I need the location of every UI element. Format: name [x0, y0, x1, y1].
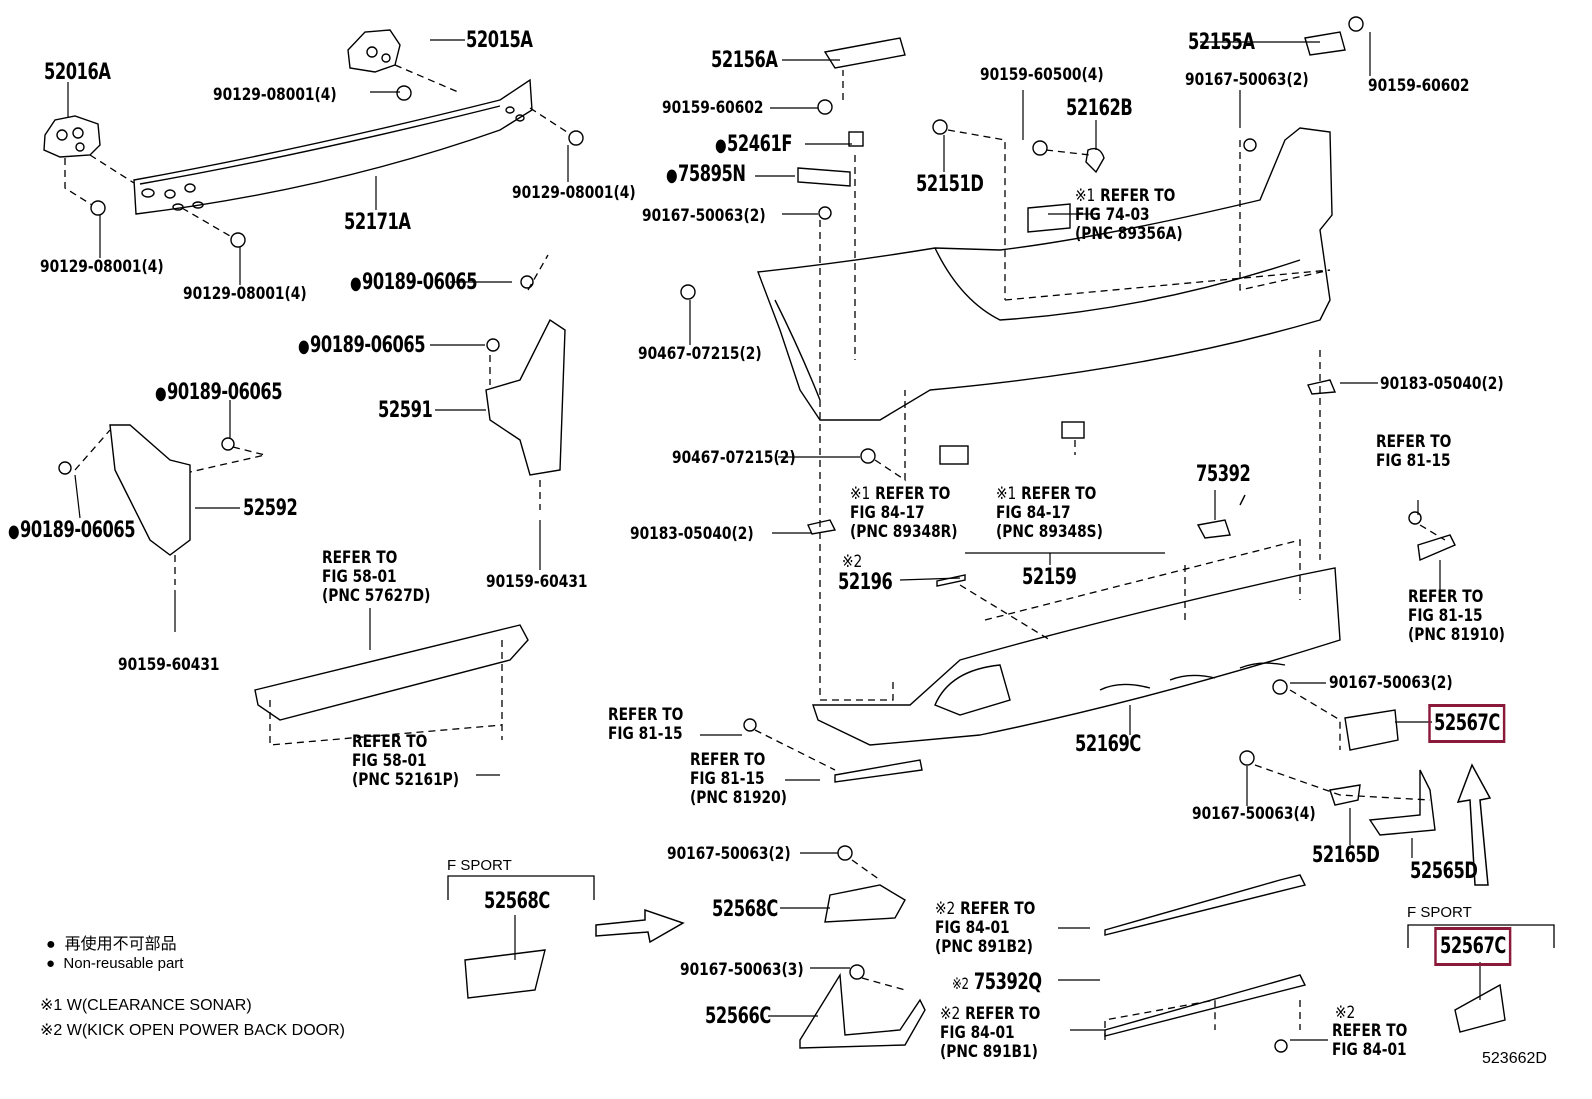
ref-fig-74-03[interactable]: ※1 REFER TO FIG 74-03 (PNC 89356A): [1075, 186, 1183, 244]
part-label-screw[interactable]: 90159-60602: [662, 98, 764, 118]
part-label-75895N[interactable]: 75895N: [666, 162, 746, 187]
part-label-bolt[interactable]: 90129-08001(4): [213, 85, 337, 105]
ref-fig-84-01[interactable]: REFER TO FIG 84-01: [1332, 1021, 1408, 1060]
bracket-52016A-drawing: [43, 115, 101, 158]
part-label-screw[interactable]: 90159-60500(4): [980, 65, 1104, 85]
assembly-dashed-lines: [64, 64, 1446, 1040]
ref-fig-84-01-891B2[interactable]: ※2 REFER TO FIG 84-01 (PNC 891B2): [935, 899, 1036, 957]
part-label-52015A[interactable]: 52015A: [466, 28, 533, 53]
part-label-52568C-fsport[interactable]: 52568C: [484, 889, 550, 914]
part-label-52151D[interactable]: 52151D: [916, 172, 984, 197]
ref-fig-84-17-89348R[interactable]: ※1 REFER TO FIG 84-17 (PNC 89348R): [850, 484, 958, 542]
ref-fig-84-01-891B1[interactable]: ※2 REFER TO FIG 84-01 (PNC 891B1): [940, 1004, 1041, 1062]
bracket-52015A-drawing: [347, 29, 401, 73]
part-label-52565D[interactable]: 52565D: [1410, 859, 1478, 884]
part-label-screw[interactable]: 90167-50063(3): [680, 960, 804, 980]
fsport-brackets: [447, 875, 1555, 948]
nonreusable-dot-icon: ●: [46, 936, 56, 953]
legend-note-1: ※1 W(CLEARANCE SONAR): [40, 997, 252, 1014]
part-label-retainer[interactable]: 90183-05040(2): [630, 524, 754, 544]
part-label-retainer[interactable]: 90183-05040(2): [1380, 374, 1504, 394]
note-mark-1: ※1: [1075, 186, 1096, 206]
part-label-52567C-fsport-highlighted[interactable]: 52567C: [1434, 927, 1512, 966]
part-label-screw[interactable]: 90167-50063(4): [1192, 804, 1316, 824]
part-label-52461F[interactable]: 52461F: [715, 132, 793, 157]
part-label-screw[interactable]: 90159-60431: [118, 655, 220, 675]
figure-id: 523662D: [1482, 1050, 1547, 1067]
part-label-screw[interactable]: 90467-07215(2): [638, 344, 762, 364]
small-parts-drawings: [109, 31, 1506, 1049]
ref-fig-81-15-81910[interactable]: REFER TO FIG 81-15 (PNC 81910): [1408, 587, 1505, 645]
part-label-screw[interactable]: 90159-60602: [1368, 76, 1470, 96]
legend-nonreusable-jp: ● 再使用不可部品: [46, 936, 177, 953]
part-label-clip[interactable]: 90189-06065: [350, 270, 478, 295]
note-mark-2: ※2: [842, 552, 863, 572]
part-label-screw[interactable]: 90167-50063(2): [1329, 673, 1453, 693]
part-label-screw[interactable]: 90467-07215(2): [672, 448, 796, 468]
part-label-screw[interactable]: 90167-50063(2): [1185, 70, 1309, 90]
part-label-clip[interactable]: 90189-06065: [8, 518, 136, 543]
part-label-52169C[interactable]: 52169C: [1075, 732, 1141, 757]
part-label-screw[interactable]: 90167-50063(2): [667, 844, 791, 864]
part-label-52159[interactable]: 52159: [1022, 565, 1077, 590]
part-label-52591[interactable]: 52591: [378, 398, 433, 423]
part-label-75392[interactable]: 75392: [1196, 462, 1251, 487]
part-label-52567C-highlighted[interactable]: 52567C: [1428, 704, 1506, 743]
part-label-52156A[interactable]: 52156A: [711, 48, 778, 73]
part-label-bolt[interactable]: 90129-08001(4): [183, 284, 307, 304]
ref-fig-84-17-89348S[interactable]: ※1 REFER TO FIG 84-17 (PNC 89348S): [996, 484, 1103, 542]
direction-arrows: [595, 763, 1492, 944]
nonreusable-dot-icon: ●: [46, 955, 56, 972]
part-label-52592[interactable]: 52592: [243, 496, 298, 521]
part-label-52568C[interactable]: 52568C: [712, 897, 778, 922]
ref-fig-58-01-52161P[interactable]: REFER TO FIG 58-01 (PNC 52161P): [352, 732, 460, 790]
part-label-52171A[interactable]: 52171A: [344, 210, 411, 235]
ref-fig-58-01-57627D[interactable]: REFER TO FIG 58-01 (PNC 57627D): [322, 548, 431, 606]
part-label-52162B[interactable]: 52162B: [1066, 96, 1133, 121]
part-label-52566C[interactable]: 52566C: [705, 1004, 771, 1029]
part-label-52016A[interactable]: 52016A: [44, 60, 111, 85]
group-label-fsport-left: F SPORT: [447, 857, 512, 874]
part-label-clip[interactable]: 90189-06065: [155, 380, 283, 405]
group-label-fsport-right: F SPORT: [1407, 904, 1472, 921]
leader-lines: [67, 32, 1481, 1041]
note-mark-2: ※2: [1335, 1003, 1356, 1023]
part-label-52165D[interactable]: 52165D: [1312, 843, 1380, 868]
part-label-52196[interactable]: 52196: [838, 570, 893, 595]
legend-nonreusable-en: ● Non-reusable part: [46, 955, 184, 972]
bumper-cover-drawing: [757, 127, 1333, 421]
ref-fig-81-15-left[interactable]: REFER TO FIG 81-15: [608, 705, 684, 744]
part-label-bolt[interactable]: 90129-08001(4): [40, 257, 164, 277]
part-label-screw[interactable]: 90159-60431: [486, 572, 588, 592]
legend-note-2: ※2 W(KICK OPEN POWER BACK DOOR): [40, 1022, 345, 1039]
lower-spoiler-drawing: [812, 567, 1341, 746]
part-label-52155A[interactable]: 52155A: [1188, 30, 1255, 55]
part-label-75392Q[interactable]: ※2 75392Q: [952, 970, 1042, 995]
ref-fig-81-15-81920[interactable]: REFER TO FIG 81-15 (PNC 81920): [690, 750, 787, 808]
part-label-clip[interactable]: 90189-06065: [298, 333, 426, 358]
part-label-bolt[interactable]: 90129-08001(4): [512, 183, 636, 203]
bolt-drawings: [58, 16, 1422, 1053]
ref-fig-81-15-top[interactable]: REFER TO FIG 81-15: [1376, 432, 1452, 471]
part-label-screw[interactable]: 90167-50063(2): [642, 206, 766, 226]
